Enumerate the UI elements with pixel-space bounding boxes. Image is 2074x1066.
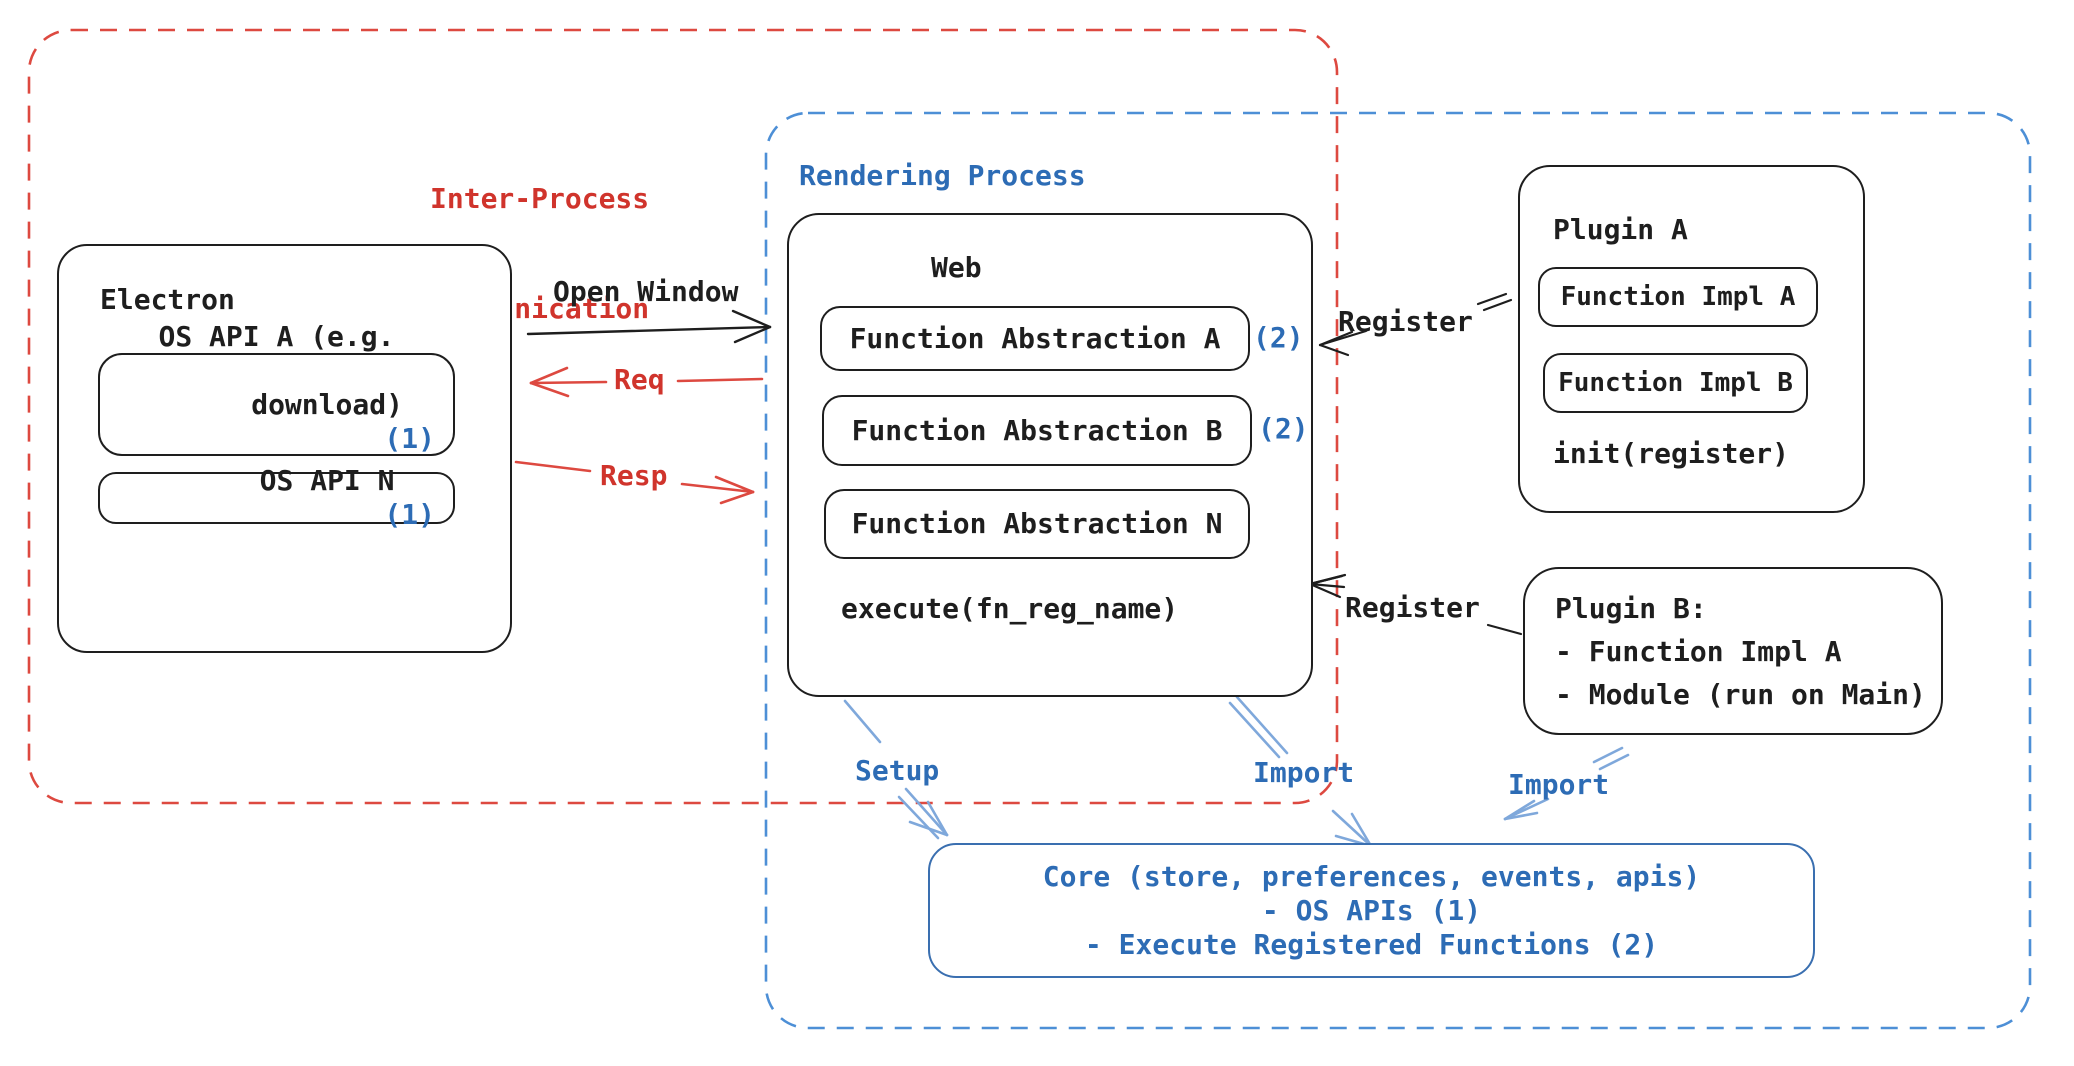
function-impl-b-box: Function Impl B [1543, 353, 1808, 413]
function-abstraction-n-box: Function Abstraction N [824, 489, 1250, 559]
import-web-label: Import [1253, 756, 1355, 789]
os-api-a-ref: (1) [384, 421, 435, 455]
function-abstraction-n-text: Function Abstraction N [851, 507, 1223, 540]
plugin-b-box: Plugin B: - Function Impl A - Module (ru… [1523, 567, 1943, 735]
os-api-a-line1: OS API A (e.g. [158, 319, 395, 353]
web-title: Web [931, 251, 982, 284]
os-api-n-text: OS API N [259, 464, 395, 497]
function-abstraction-b-box: Function Abstraction B [822, 395, 1252, 466]
plugin-a-box [1518, 165, 1865, 513]
plugin-b-item2: - Module (run on Main) [1555, 678, 1926, 711]
core-box: Core (store, preferences, events, apis) … [928, 843, 1815, 978]
function-impl-a-box: Function Impl A [1538, 267, 1818, 327]
function-abstraction-a-ref: (2) [1253, 321, 1304, 354]
register-top-label: Register [1338, 305, 1473, 338]
req-label: Req [614, 363, 665, 396]
function-impl-b-text: Function Impl B [1558, 368, 1793, 398]
execute-text: execute(fn_reg_name) [841, 592, 1179, 625]
function-abstraction-b-ref: (2) [1258, 412, 1309, 445]
os-api-a-box: OS API A (e.g. download) (1) [98, 320, 455, 456]
plugin-b-title: Plugin B: [1555, 592, 1707, 625]
open-window-label: Open Window [553, 275, 739, 308]
os-api-a-line2-text: download) [251, 387, 403, 421]
function-abstraction-b-text: Function Abstraction B [851, 413, 1223, 447]
resp-label: Resp [600, 459, 668, 492]
os-api-n-ref: (1) [384, 498, 435, 531]
register-bottom-label: Register [1345, 591, 1480, 624]
core-line2: - OS APIs (1) [1261, 893, 1482, 927]
import-plugin-label: Import [1508, 768, 1610, 801]
os-api-a-line2: download) (1) [100, 354, 453, 490]
setup-label: Setup [855, 754, 940, 787]
init-register-text: init(register) [1553, 437, 1790, 470]
ipc-title-line1: Inter-Process [430, 182, 650, 215]
core-line1: Core (store, preferences, events, apis) [1042, 859, 1701, 893]
function-abstraction-a-text: Function Abstraction A [849, 321, 1221, 355]
rendering-region-title: Rendering Process [799, 159, 1086, 192]
function-abstraction-a-box: Function Abstraction A [820, 306, 1250, 371]
function-impl-a-text: Function Impl A [1560, 282, 1796, 312]
os-api-n-line: OS API N (1) [100, 430, 453, 566]
os-api-n-box: OS API N (1) [98, 464, 455, 531]
plugin-a-title: Plugin A [1553, 213, 1688, 246]
core-line3: - Execute Registered Functions (2) [1084, 927, 1659, 961]
plugin-b-item1: - Function Impl A [1555, 635, 1842, 668]
electron-title: Electron [100, 283, 235, 316]
